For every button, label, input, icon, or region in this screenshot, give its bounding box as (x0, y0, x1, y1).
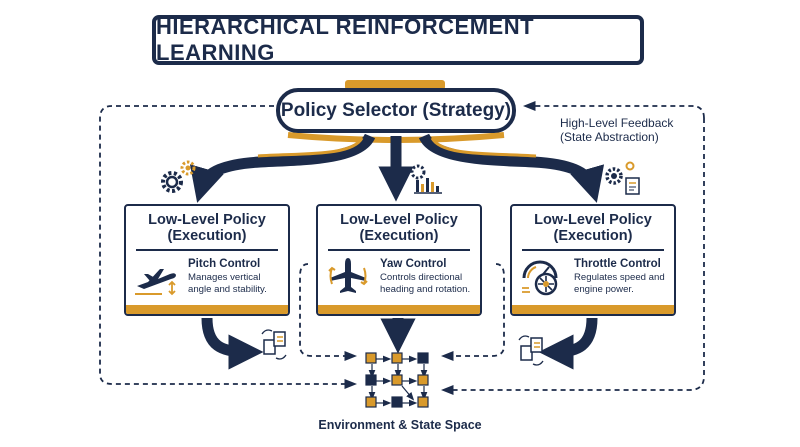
card-divider (136, 249, 278, 251)
title-box: HIERARCHICAL REINFORCEMENT LEARNING (152, 14, 644, 65)
policy-desc-line-1: Regulates speed and (574, 272, 665, 283)
selector-gold-accent (345, 80, 445, 90)
policy-title-line-2: (Execution) (553, 228, 633, 244)
policy-title-line-1: Low-Level Policy (148, 212, 266, 228)
feedback-line-2: (State Abstraction) (560, 130, 659, 144)
environment-label: Environment & State Space (318, 418, 482, 432)
state-grid-icon (365, 352, 429, 408)
gear-document-icon-right (605, 161, 640, 195)
arrow-gold-highlight-right (430, 137, 537, 158)
dashed-loop-left (99, 105, 358, 390)
card-divider (328, 249, 470, 251)
high-level-feedback-label: High-Level Feedback (State Abstraction) (560, 116, 710, 144)
policy-selector-label: Policy Selector (Strategy) (280, 99, 512, 121)
policy-title-line-2: (Execution) (167, 228, 247, 244)
policy-description: Regulates speed and engine power. (574, 272, 665, 296)
document-swap-icon-left (261, 329, 287, 360)
gear-icon-left (161, 160, 196, 193)
policy-card-title: Low-Level Policy (Execution) (126, 212, 288, 244)
policy-name: Pitch Control (188, 258, 261, 270)
card-gold-bar (512, 305, 674, 314)
policy-desc-line-1: Manages vertical (188, 272, 261, 283)
policy-desc-line-2: angle and stability. (188, 284, 267, 295)
arrow-to-throttle (418, 133, 605, 203)
policy-name: Throttle Control (574, 258, 661, 270)
diagram-title: HIERARCHICAL REINFORCEMENT LEARNING (156, 14, 535, 65)
policy-title-line-2: (Execution) (359, 228, 439, 244)
card-gold-bar (318, 305, 480, 314)
policy-title-line-1: Low-Level Policy (340, 212, 458, 228)
policy-card-pitch: Low-Level Policy (Execution) Pitch Contr… (124, 204, 290, 316)
policy-description: Controls directional heading and rotatio… (380, 272, 470, 296)
policy-desc-line-1: Controls directional (380, 272, 463, 283)
card-gold-bar (126, 305, 288, 314)
policy-name: Yaw Control (380, 258, 447, 270)
dashed-yaw-left (299, 263, 358, 362)
document-swap-icon-right (518, 335, 544, 366)
airplane-yaw-icon (328, 258, 368, 293)
policy-card-title: Low-Level Policy (Execution) (512, 212, 674, 244)
policy-title-line-1: Low-Level Policy (534, 212, 652, 228)
policy-card-yaw: Low-Level Policy (Execution) Yaw Control… (316, 204, 482, 316)
policy-selector-node: Policy Selector (Strategy) (276, 88, 516, 133)
policy-card-throttle: Low-Level Policy (Execution) Throttle Co… (510, 204, 676, 316)
arrow-throttle-output (538, 317, 598, 370)
dashed-feedback-top (522, 100, 705, 119)
gear-bar-chart-icon-center (410, 164, 442, 194)
dashed-loop-right (440, 118, 705, 396)
card-divider (522, 249, 664, 251)
airplane-takeoff-icon (135, 269, 176, 296)
engine-gauge-icon (522, 260, 558, 296)
policy-desc-line-2: heading and rotation. (380, 284, 471, 295)
feedback-line-1: High-Level Feedback (560, 116, 674, 130)
policy-card-title: Low-Level Policy (Execution) (318, 212, 480, 244)
arrow-pitch-output (201, 317, 264, 370)
policy-desc-line-2: engine power. (574, 284, 634, 295)
arrow-to-pitch (189, 133, 376, 203)
dashed-yaw-right (440, 263, 505, 362)
policy-description: Manages vertical angle and stability. (188, 272, 267, 296)
arrow-gold-highlight-left (257, 137, 364, 158)
